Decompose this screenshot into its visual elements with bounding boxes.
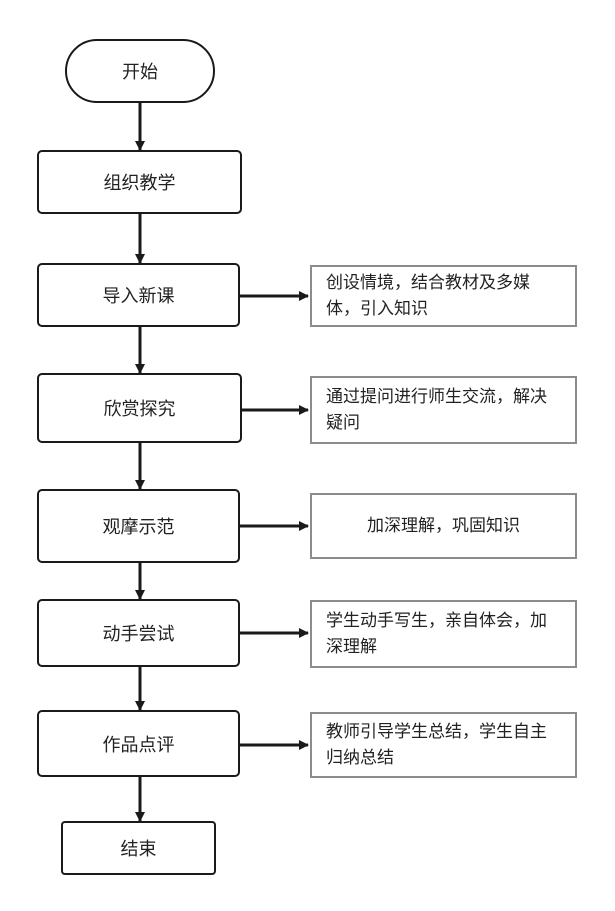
step-observe-demo: 观摩示范 (37, 489, 240, 563)
note-appreciate-explore: 通过提问进行师生交流，解决疑问 (310, 376, 577, 444)
end-node: 结束 (61, 821, 216, 875)
note-hands-on-try: 学生动手写生，亲自体会，加深理解 (310, 600, 577, 668)
step-label: 作品点评 (102, 734, 175, 756)
note-observe-demo: 加深理解，巩固知识 (310, 493, 577, 559)
step-appreciate-explore: 欣赏探究 (37, 373, 242, 443)
end-label: 结束 (120, 839, 157, 860)
note-text: 加深理解，巩固知识 (367, 516, 520, 536)
step-hands-on-try: 动手尝试 (37, 599, 240, 667)
step-organize-teaching: 组织教学 (37, 150, 242, 214)
step-label: 导入新课 (102, 286, 175, 307)
note-work-review: 教师引导学生总结，学生自主归纳总结 (310, 712, 577, 778)
step-label: 动手尝试 (102, 624, 175, 645)
note-text: 学生动手写生，亲自体会，加深理解 (326, 611, 547, 657)
step-label: 观摩示范 (102, 517, 175, 538)
note-text: 通过提问进行师生交流，解决疑问 (326, 387, 547, 433)
start-node: 开始 (65, 39, 215, 103)
step-label: 组织教学 (103, 173, 176, 194)
note-text: 创设情境，结合教材及多媒体，引入知识 (326, 273, 530, 319)
note-introduce-lesson: 创设情境，结合教材及多媒体，引入知识 (310, 265, 577, 327)
note-text: 教师引导学生总结，学生自主归纳总结 (326, 722, 547, 768)
step-introduce-lesson: 导入新课 (37, 263, 240, 327)
step-work-review: 作品点评 (37, 710, 240, 777)
step-label: 欣赏探究 (103, 399, 176, 420)
start-label: 开始 (122, 62, 158, 83)
